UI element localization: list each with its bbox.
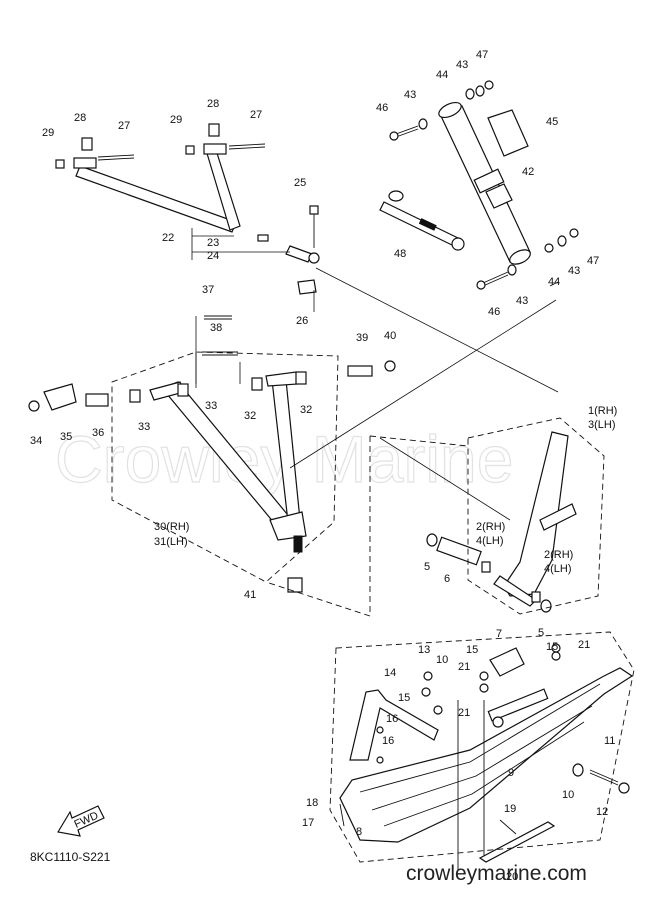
callout-28b: 28 xyxy=(207,98,219,110)
callout-36: 36 xyxy=(92,427,104,439)
callout-38: 38 xyxy=(210,322,222,334)
group-outlines xyxy=(111,351,635,863)
callout-13: 13 xyxy=(418,644,430,656)
fwd-arrow: FWD xyxy=(57,805,105,837)
callout-43c: 43 xyxy=(568,265,580,277)
callout-27b: 27 xyxy=(250,109,262,121)
callout-46b: 46 xyxy=(488,306,500,318)
callout-5b: 5 xyxy=(538,627,544,639)
callout-5a: 5 xyxy=(424,561,430,573)
callout-29a: 29 xyxy=(42,127,54,139)
callout-24: 24 xyxy=(207,250,219,262)
callout-48: 48 xyxy=(394,248,406,260)
callout-22: 22 xyxy=(162,232,174,244)
callout-32b: 32 xyxy=(300,404,312,416)
callout-44a: 44 xyxy=(436,69,448,81)
callout-4lh-b: 4(LH) xyxy=(544,563,572,575)
callout-45: 45 xyxy=(546,116,558,128)
callout-42: 42 xyxy=(522,166,534,178)
callout-43a: 43 xyxy=(456,59,468,71)
callout-15b: 15 xyxy=(546,641,558,653)
callout-9: 9 xyxy=(508,767,514,779)
callout-3lh: 3(LH) xyxy=(588,419,616,431)
lower-arm-assembly xyxy=(28,315,396,593)
callout-43b: 43 xyxy=(404,89,416,101)
callout-10b: 10 xyxy=(562,789,574,801)
callout-8: 8 xyxy=(356,826,362,838)
callout-labels: 47 43 44 43 46 45 42 28 27 29 28 29 27 2… xyxy=(30,49,617,883)
callout-44b: 44 xyxy=(548,276,560,288)
callout-21c: 21 xyxy=(458,707,470,719)
callout-29b: 29 xyxy=(170,114,182,126)
callout-25: 25 xyxy=(294,177,306,189)
callout-27a: 27 xyxy=(118,120,130,132)
callout-23: 23 xyxy=(207,237,219,249)
callout-26: 26 xyxy=(296,315,308,327)
callout-1rh: 1(RH) xyxy=(588,405,617,417)
callout-47a: 47 xyxy=(476,49,488,61)
shock-boot xyxy=(487,109,529,157)
callout-16b: 16 xyxy=(382,735,394,747)
callout-14: 14 xyxy=(384,667,396,679)
shock-absorber-assembly xyxy=(389,80,579,290)
fwd-label: FWD xyxy=(72,810,100,831)
callout-19: 19 xyxy=(504,803,516,815)
callout-21b: 21 xyxy=(578,639,590,651)
callout-2rh-b: 2(RH) xyxy=(544,549,573,561)
website-watermark: crowleymarine.com xyxy=(406,862,587,885)
callout-30rh: 30(RH) xyxy=(154,521,189,533)
leader-lines xyxy=(191,228,559,521)
callout-12: 12 xyxy=(596,806,608,818)
callout-33a: 33 xyxy=(138,421,150,433)
upper-arm-assembly xyxy=(55,123,320,295)
callout-18: 18 xyxy=(306,797,318,809)
callout-16a: 16 xyxy=(386,713,398,725)
callout-7: 7 xyxy=(496,628,502,640)
callout-35: 35 xyxy=(60,431,72,443)
callout-40: 40 xyxy=(384,330,396,342)
callout-47b: 47 xyxy=(587,255,599,267)
callout-39: 39 xyxy=(356,332,368,344)
callout-28a: 28 xyxy=(74,112,86,124)
callout-37: 37 xyxy=(202,284,214,296)
callout-33b: 33 xyxy=(205,400,217,412)
callout-4lh-a: 4(LH) xyxy=(476,535,504,547)
tie-rod-48 xyxy=(379,190,465,251)
ski-spindle-assembly xyxy=(426,431,577,613)
callout-43d: 43 xyxy=(516,295,528,307)
ski-assembly xyxy=(339,643,634,870)
callout-2rh-a: 2(RH) xyxy=(476,521,505,533)
callout-34: 34 xyxy=(30,435,42,447)
callout-10a: 10 xyxy=(436,654,448,666)
callout-15c: 15 xyxy=(398,692,410,704)
callout-15a: 15 xyxy=(466,644,478,656)
callout-31lh: 31(LH) xyxy=(154,536,188,548)
callout-41: 41 xyxy=(244,589,256,601)
callout-21a: 21 xyxy=(458,661,470,673)
callout-20: 20 xyxy=(506,871,518,883)
callout-46a: 46 xyxy=(376,102,388,114)
diagram-code: 8KC1110-S221 xyxy=(30,850,111,864)
callout-6: 6 xyxy=(444,573,450,585)
callout-17: 17 xyxy=(302,817,314,829)
callout-11: 11 xyxy=(604,735,615,747)
callout-32a: 32 xyxy=(244,410,256,422)
